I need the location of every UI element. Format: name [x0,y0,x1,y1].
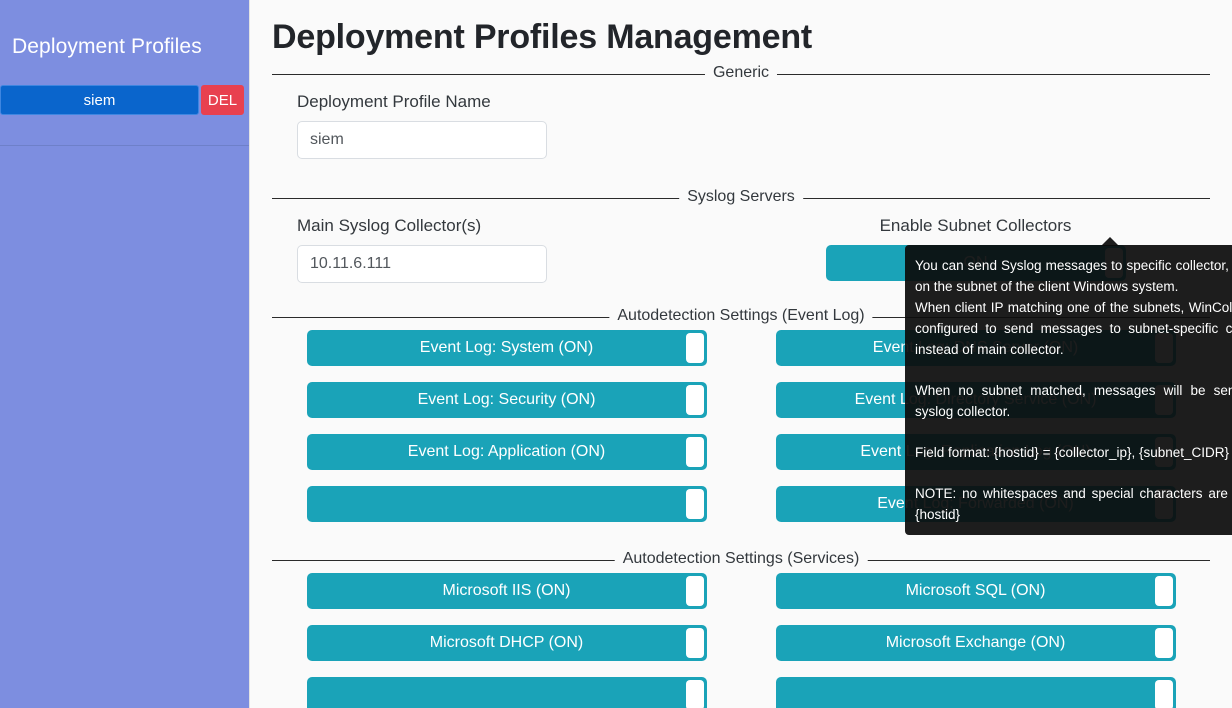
toggle-event-log-system[interactable]: Event Log: System (ON) [306,330,707,366]
toggle-cell: Microsoft IIS (ON) [272,573,741,609]
toggle-event-log-unlabeled[interactable] [306,486,707,522]
tooltip-line-3: When no subnet matched, messages will be… [915,383,1232,419]
delete-profile-button[interactable]: DEL [201,85,244,116]
tooltip-line-2: When client IP matching one of the subne… [915,300,1232,357]
syslog-main-collector-group: Main Syslog Collector(s) [272,199,741,283]
toggle-knob-icon [685,333,704,363]
toggle-cell [741,677,1210,708]
tooltip-line-4: Field format: {hostid} = {collector_ip},… [915,445,1230,460]
toggle-knob-icon [685,680,704,708]
toggle-knob-icon [685,628,704,658]
toggle-label: Event Log: Application (ON) [407,443,606,460]
profile-list-item: siem DEL [0,85,249,116]
toggle-label: Microsoft Exchange (ON) [885,634,1066,651]
toggle-knob-icon [685,489,704,519]
page-title: Deployment Profiles Management [272,18,813,56]
toggle-cell: Event Log: Security (ON) [272,382,741,418]
toggle-service-unlabeled-right[interactable] [775,677,1176,708]
toggle-microsoft-iis[interactable]: Microsoft IIS (ON) [306,573,707,609]
toggle-knob-icon [1154,628,1173,658]
toggle-cell: Microsoft DHCP (ON) [272,625,741,661]
toggle-cell: Microsoft Exchange (ON) [741,625,1210,661]
section-legend-syslog: Syslog Servers [679,188,803,206]
sidebar: Deployment Profiles siem DEL [0,0,250,708]
toggle-cell: Microsoft SQL (ON) [741,573,1210,609]
subnet-collectors-tooltip: You can send Syslog messages to specific… [905,237,1232,535]
section-legend-eventlog: Autodetection Settings (Event Log) [609,307,873,325]
toggle-event-log-application[interactable]: Event Log: Application (ON) [306,434,707,470]
sidebar-title: Deployment Profiles [12,35,202,58]
section-generic: Generic Deployment Profile Name [272,64,1210,159]
toggle-knob-icon [685,576,704,606]
toggle-cell [272,677,741,708]
toggle-knob-icon [1154,576,1173,606]
tooltip-line-5: NOTE: no whitespaces and special charact… [915,486,1232,522]
section-legend-generic: Generic [704,64,778,82]
sidebar-divider [0,145,249,146]
main-syslog-collector-input[interactable] [297,245,547,283]
section-autodetection-services: Autodetection Settings (Services) Micros… [272,550,1210,708]
profile-name-label: Deployment Profile Name [297,92,491,111]
main-content: Deployment Profiles Management Generic D… [250,0,1232,708]
toggle-cell: Event Log: Application (ON) [272,434,741,470]
toggle-cell [272,486,741,522]
services-toggle-grid: Microsoft IIS (ON) Microsoft SQL (ON) Mi… [272,561,1210,708]
toggle-cell: Event Log: System (ON) [272,330,741,366]
toggle-microsoft-dhcp[interactable]: Microsoft DHCP (ON) [306,625,707,661]
toggle-microsoft-sql[interactable]: Microsoft SQL (ON) [775,573,1176,609]
toggle-label: Microsoft DHCP (ON) [429,634,584,651]
tooltip-line-1: You can send Syslog messages to specific… [915,258,1232,294]
profile-name-input[interactable] [297,121,547,159]
section-legend-services: Autodetection Settings (Services) [614,550,868,568]
main-syslog-collector-label: Main Syslog Collector(s) [297,216,482,235]
toggle-label: Event Log: Security (ON) [417,391,596,408]
toggle-label: Microsoft SQL (ON) [905,582,1046,599]
toggle-knob-icon [685,385,704,415]
sidebar-profile-siem[interactable]: siem [0,85,199,116]
toggle-microsoft-exchange[interactable]: Microsoft Exchange (ON) [775,625,1176,661]
toggle-knob-icon [1154,680,1173,708]
toggle-service-unlabeled-left[interactable] [306,677,707,708]
toggle-event-log-security[interactable]: Event Log: Security (ON) [306,382,707,418]
toggle-label: Event Log: System (ON) [419,339,594,356]
toggle-label: Microsoft IIS (ON) [442,582,571,599]
tooltip-arrow-icon [1101,237,1119,246]
toggle-knob-icon [685,437,704,467]
enable-subnet-collectors-label: Enable Subnet Collectors [879,216,1072,235]
